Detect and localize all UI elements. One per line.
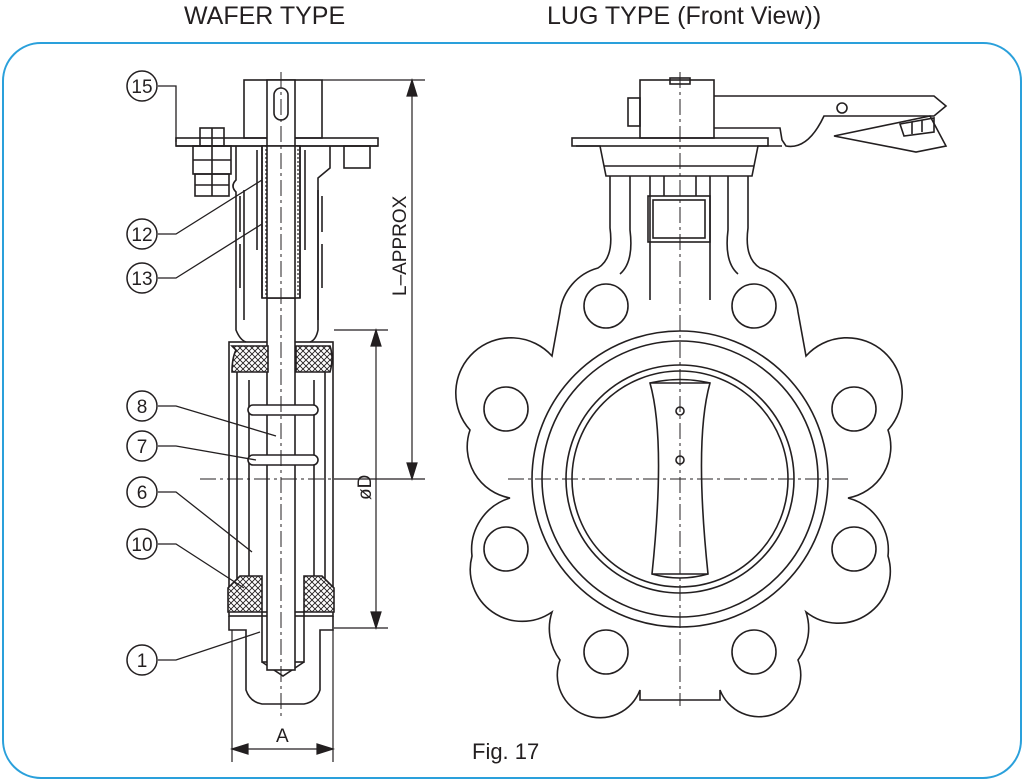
drawing-frame	[2, 42, 1022, 779]
callout-1: 1	[126, 644, 158, 676]
callout-8-number: 8	[137, 397, 148, 418]
callout-10-number: 10	[131, 535, 152, 556]
diameter-dimension-label: øD	[355, 475, 376, 500]
callout-7-number: 7	[137, 437, 148, 458]
wafer-valve-section	[175, 79, 379, 705]
width-dimension-label: A	[276, 726, 289, 747]
callout-8: 8	[126, 390, 158, 422]
callout-7: 7	[126, 430, 158, 462]
callout-1-number: 1	[137, 651, 148, 672]
lug-valve-front-view	[454, 77, 948, 719]
wafer-type-title: WAFER TYPE	[184, 2, 346, 30]
callout-12-number: 12	[131, 225, 152, 246]
wafer-centerlines	[200, 72, 360, 720]
figure-caption: Fig. 17	[472, 739, 539, 764]
callout-13-number: 13	[131, 269, 152, 290]
callout-10: 10	[126, 528, 158, 560]
callout-6: 6	[126, 476, 158, 508]
lug-centerlines	[508, 72, 848, 706]
callout-6-number: 6	[137, 483, 148, 504]
callout-13: 13	[126, 262, 158, 294]
callout-leaders	[158, 85, 277, 661]
wafer-dimensions	[229, 77, 425, 762]
callout-12: 12	[126, 218, 158, 250]
callout-15: 15	[126, 70, 158, 102]
lug-type-title: LUG TYPE (Front View))	[547, 2, 822, 30]
callout-15-number: 15	[131, 77, 152, 98]
length-dimension-label: L–APPROX	[390, 195, 411, 296]
